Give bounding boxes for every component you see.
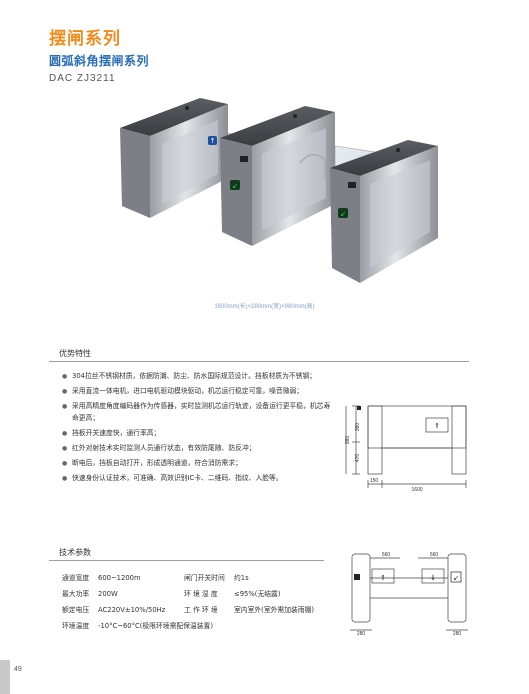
list-item: ●红外对射技术实时监测人员通行状态，有效防尾随、防反冲； — [62, 443, 332, 454]
right-cabinet: ↙ — [330, 140, 438, 283]
spec-environment: 工 作 环 境室内室外(室外需加装雨棚) — [184, 606, 315, 614]
dim-upper: 360 — [355, 423, 361, 432]
page-edge-marker — [0, 660, 10, 694]
dim-width: 1600 — [411, 487, 422, 492]
advantages-heading: 优势特性 — [59, 349, 91, 358]
page-number: 49 — [14, 666, 22, 673]
series-subtitle: 圆弧斜角摆闸系列 — [49, 54, 150, 68]
bullet-icon: ● — [62, 460, 68, 468]
svg-text:↙: ↙ — [340, 210, 346, 218]
bullet-icon: ● — [62, 388, 68, 396]
bullet-icon: ● — [62, 403, 68, 411]
list-item: ●断电后，挡板自动打开，形成透明通道，符合消防需求； — [62, 458, 332, 469]
photo-caption: 1600mm(长)×280mm(宽)×980mm(高) — [214, 304, 315, 310]
dim-bottom-left: 280 — [357, 631, 366, 636]
dim-bottom-right: 280 — [453, 631, 462, 636]
advantages-heading-bar: 优势特性 — [49, 347, 469, 362]
product-image: ↑ ↙ ↙ — [120, 98, 438, 283]
svg-text:↑: ↑ — [210, 137, 216, 145]
specs-heading-bar: 技术参数 — [49, 546, 324, 561]
svg-text:⇑: ⇑ — [434, 422, 440, 430]
front-elevation-drawing: ⇑ 360 470 980 150 1600 — [345, 405, 467, 492]
model-number: DAC ZJ3211 — [49, 73, 116, 84]
dim-top-right: 560 — [430, 552, 439, 558]
dim-small: 150 — [370, 478, 379, 484]
list-item: ●采用直流一体电机，进口电机驱动模块驱动，机芯运行稳定可靠，噪音微弱； — [62, 386, 332, 397]
spec-humidity: 环 境 湿 度≤95%(无结露) — [184, 590, 281, 598]
svg-text:↙: ↙ — [232, 182, 238, 190]
dim-top-left: 560 — [382, 552, 391, 558]
bullet-icon: ● — [62, 445, 68, 453]
spec-temperature: 环境温度-10°C~60°C(极限环境需配保温装置) — [62, 622, 214, 630]
bullet-icon: ● — [62, 373, 68, 380]
middle-cabinet: ↙ — [220, 106, 335, 246]
advantages-list: ●304拉丝不锈钢材质，依据防潮、防尘、防水国际规范设计。挡板材质为不锈钢； ●… — [62, 371, 332, 489]
svg-text:⇑: ⇑ — [380, 574, 386, 582]
left-cabinet: ↑ — [120, 98, 228, 218]
list-item: ●挡板开关速度快，通行率高； — [62, 428, 332, 439]
svg-text:⇓: ⇓ — [430, 574, 436, 582]
specs-heading: 技术参数 — [59, 548, 91, 557]
svg-text:↙: ↙ — [453, 574, 459, 582]
top-view-drawing: ⇑ ⇓ ↙ 560 560 280 280 — [350, 552, 468, 636]
list-item: ●304拉丝不锈钢材质，依据防潮、防尘、防水国际规范设计。挡板材质为不锈钢； — [62, 371, 332, 382]
bullet-icon: ● — [62, 475, 68, 483]
list-item: ●快速身份认证技术，可准确、高效识别IC卡、二维码、指纹、人脸等。 — [62, 473, 332, 484]
spec-open-time: 闸门开关时间约1s — [184, 574, 249, 582]
dim-lower: 470 — [355, 454, 361, 463]
dim-total-height: 980 — [345, 436, 351, 445]
list-item: ●采用高精度角度编码器作为传感器，实时监测机芯运行轨迹，设备运行更平稳，机芯寿命… — [62, 402, 331, 422]
page-title: 摆闸系列 — [49, 29, 121, 49]
bullet-icon: ● — [62, 429, 68, 437]
